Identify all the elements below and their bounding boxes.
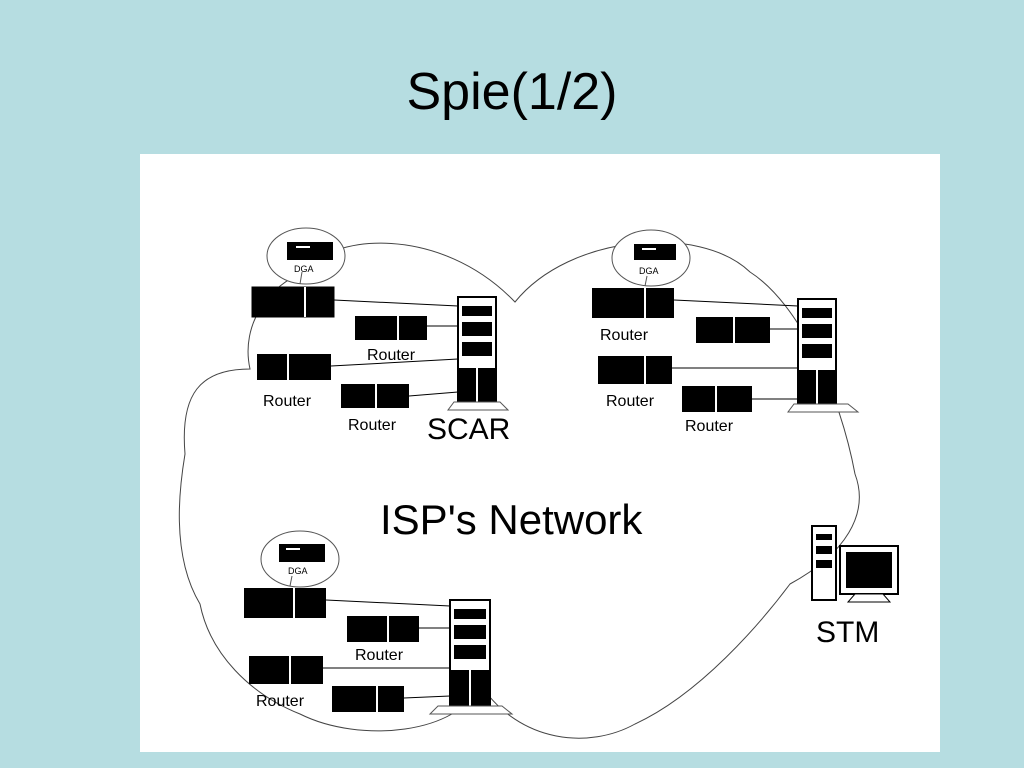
stm-label: STM bbox=[816, 616, 879, 649]
router-label: Router bbox=[606, 393, 655, 410]
router-label: Router bbox=[256, 693, 305, 710]
cloud-label: ISP's Network bbox=[380, 496, 643, 543]
router-icon bbox=[355, 316, 427, 340]
dga-label: DGA bbox=[294, 264, 314, 274]
slide-title: Spie(1/2) bbox=[406, 63, 618, 121]
site-right: DGA Router Router Router bbox=[592, 229, 860, 435]
router-icon bbox=[244, 588, 326, 618]
router-icon bbox=[598, 356, 672, 384]
network-diagram: ISP's Network DGA Router Router Router S… bbox=[178, 227, 899, 739]
router-label: Router bbox=[685, 418, 734, 435]
router-icon bbox=[257, 354, 331, 380]
router-icon bbox=[347, 616, 419, 642]
dga-label: DGA bbox=[639, 266, 659, 276]
stm-workstation: STM bbox=[811, 525, 899, 649]
scar-label: SCAR bbox=[427, 413, 510, 446]
router-icon bbox=[332, 686, 404, 712]
router-icon bbox=[251, 286, 335, 318]
dga-device-icon bbox=[279, 544, 325, 562]
diagram-panel: ISP's Network DGA Router Router Router S… bbox=[140, 154, 940, 752]
router-label: Router bbox=[355, 647, 404, 664]
dga-label: DGA bbox=[288, 566, 308, 576]
site-bottom: DGA Router Router bbox=[244, 530, 514, 715]
site-scar: DGA Router Router Router SCAR bbox=[251, 227, 510, 446]
dga-device-icon bbox=[287, 242, 333, 260]
router-label: Router bbox=[600, 327, 649, 344]
router-label: Router bbox=[367, 347, 416, 364]
router-icon bbox=[592, 288, 674, 318]
router-icon bbox=[249, 656, 323, 684]
dga-device-icon bbox=[634, 244, 676, 260]
router-label: Router bbox=[263, 393, 312, 410]
router-label: Router bbox=[348, 417, 397, 434]
